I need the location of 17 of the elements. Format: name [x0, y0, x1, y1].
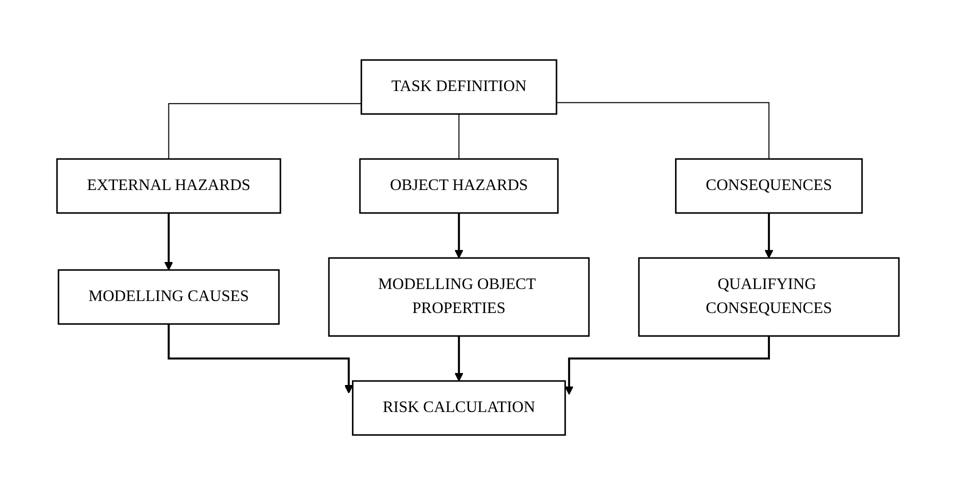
node-box: RISK CALCULATION	[351, 380, 566, 436]
arrow	[764, 212, 773, 258]
connector	[556, 102, 769, 160]
arrow	[167, 323, 353, 394]
node-box: QUALIFYING CONSEQUENCES	[638, 257, 900, 337]
node-box: EXTERNAL HAZARDS	[56, 158, 281, 214]
connector	[168, 103, 362, 160]
arrow	[164, 212, 173, 270]
node-box: MODELLING OBJECT PROPERTIES	[328, 257, 590, 337]
arrow	[564, 335, 770, 395]
node-box: CONSEQUENCES	[674, 158, 862, 214]
node-box: TASK DEFINITION	[360, 59, 557, 115]
connector	[458, 114, 459, 160]
node-box: MODELLING CAUSES	[57, 269, 280, 325]
node-box: OBJECT HAZARDS	[358, 158, 558, 214]
arrow	[454, 335, 463, 382]
arrow	[454, 212, 463, 258]
